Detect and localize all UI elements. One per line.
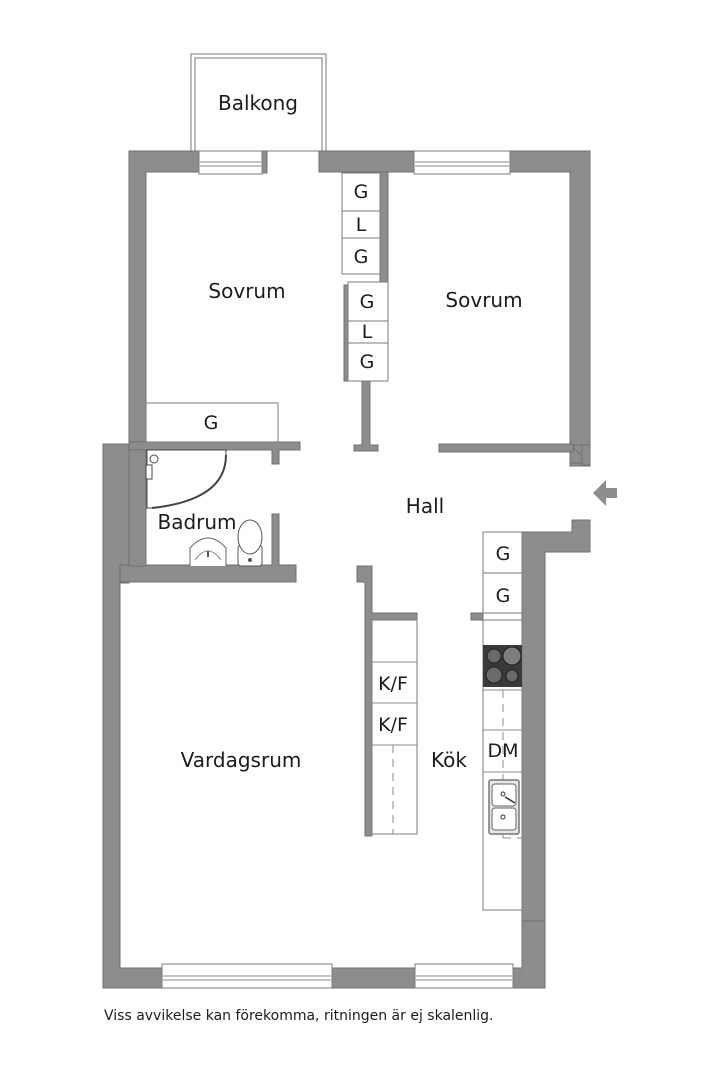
exterior-walls (102, 150, 591, 989)
wardrobe-label: G (495, 543, 511, 565)
room-label-hall: Hall (405, 494, 445, 518)
balcony (190, 53, 327, 152)
room-label-balcony: Balkong (217, 91, 299, 115)
fridge-freezer-column (371, 619, 418, 835)
linen-closet-label: L (361, 321, 373, 343)
disclaimer-text: Viss avvikelse kan förekomma, ritningen … (104, 1008, 494, 1024)
room-label-bathroom: Badrum (157, 510, 237, 534)
windows (161, 150, 514, 989)
linen-closet-label: L (355, 214, 367, 236)
wardrobe-label: G (359, 291, 375, 313)
room-label-bedroom-left: Sovrum (208, 279, 286, 303)
dishwasher-label: DM (487, 740, 519, 762)
wardrobe-label: G (495, 585, 511, 607)
room-label-kitchen: Kök (431, 748, 467, 772)
entrance-arrow-icon (593, 480, 617, 506)
wardrobes (145, 172, 523, 614)
wardrobe-label: G (359, 351, 375, 373)
room-label-bedroom-right: Sovrum (445, 288, 523, 312)
wardrobe-label: G (353, 181, 369, 203)
wardrobe-label: G (203, 412, 219, 434)
kitchen-counter (482, 619, 524, 911)
bathroom-fixtures (145, 449, 263, 567)
wardrobe-label: G (353, 246, 369, 268)
fridge-freezer-label: K/F (378, 714, 408, 736)
fridge-freezer-label: K/F (378, 673, 408, 695)
room-label-living-room: Vardagsrum (180, 748, 302, 772)
